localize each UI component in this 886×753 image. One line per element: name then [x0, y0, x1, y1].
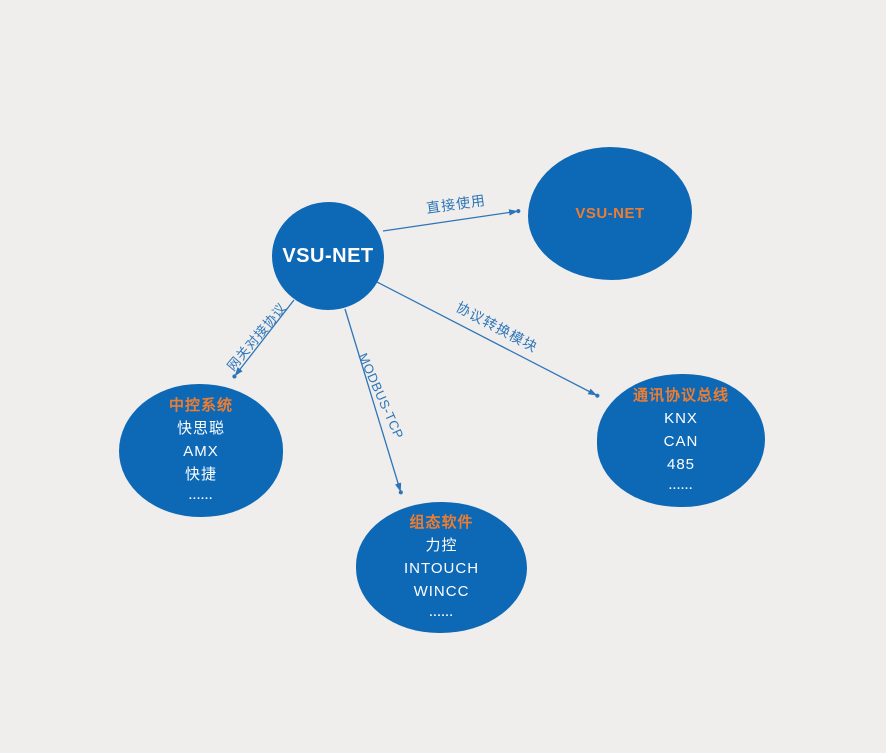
node-vsu-net-hub: VSU-NET	[272, 202, 384, 310]
node-ellipsis: ......	[429, 607, 454, 619]
node-item: CAN	[663, 433, 699, 450]
edge-converter-line	[376, 281, 600, 398]
node-central-control-system: 中控系统 快思聪 AMX 快捷 ......	[119, 384, 283, 517]
edge-modbus-line	[344, 308, 403, 495]
node-title: 通讯协议总线	[632, 387, 729, 404]
node-item: KNX	[664, 410, 698, 427]
node-title: 组态软件	[409, 514, 474, 531]
node-vsu-net-direct: VSU-NET	[528, 147, 692, 280]
node-item: 力控	[425, 537, 458, 554]
node-item: 快思聪	[176, 420, 225, 437]
node-protocol-bus: 通讯协议总线 KNX CAN 485 ......	[597, 374, 765, 507]
edge-gateway-line	[232, 299, 295, 379]
edge-direct-use-line	[382, 209, 521, 232]
node-ellipsis: ......	[668, 480, 694, 492]
node-scada-software: 组态软件 力控 INTOUCH WINCC ......	[356, 502, 527, 633]
node-item: 485	[666, 456, 696, 473]
node-item: AMX	[183, 443, 219, 460]
node-title: 中控系统	[168, 397, 233, 414]
node-title: VSU-NET	[575, 205, 645, 222]
hub-label: VSU-NET	[282, 244, 374, 267]
node-item: WINCC	[413, 583, 470, 600]
node-item: INTOUCH	[403, 560, 480, 577]
node-item: 快捷	[184, 466, 217, 483]
node-ellipsis: ......	[188, 490, 214, 502]
